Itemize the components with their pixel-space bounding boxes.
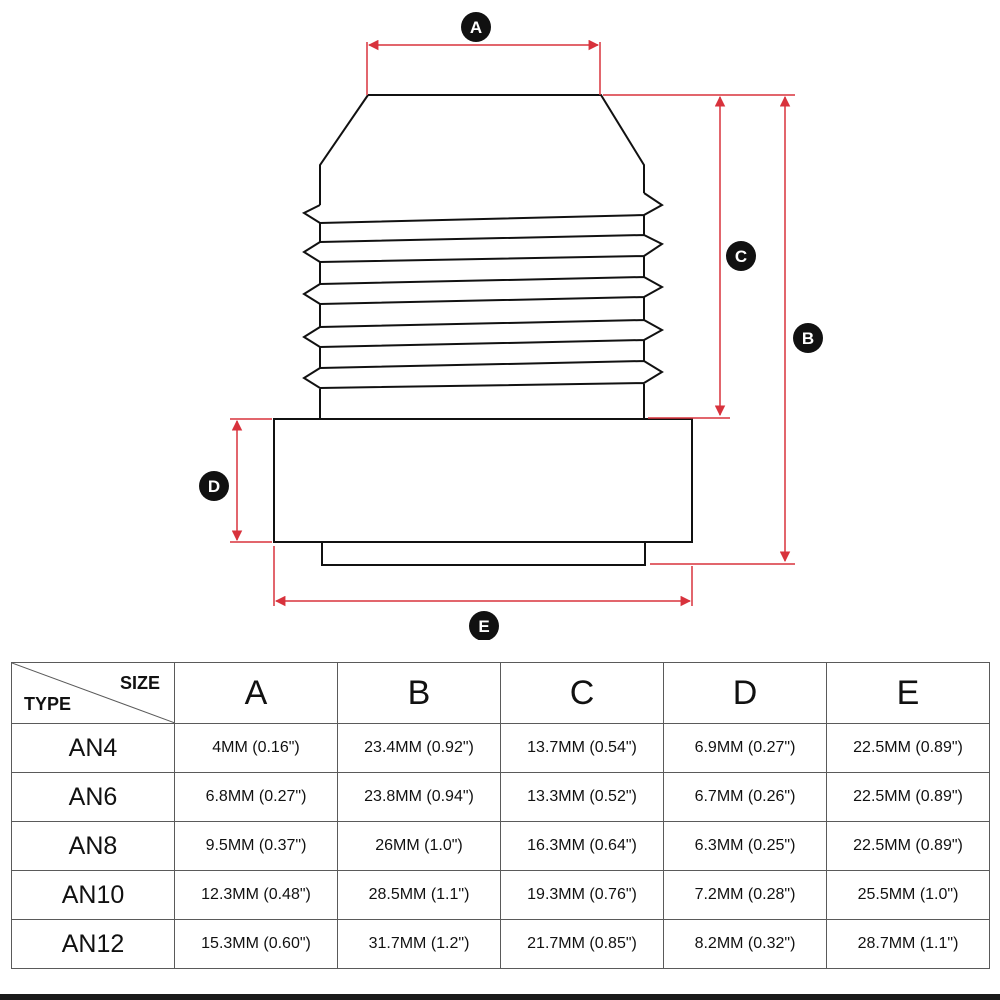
fitting-cone: [319, 94, 645, 205]
table-cell: 21.7MM (0.85"): [500, 919, 664, 969]
svg-text:D: D: [208, 477, 220, 496]
fitting-threads: [301, 192, 665, 418]
size-axis-label: SIZE: [119, 673, 160, 693]
row-type-label: AN6: [11, 772, 175, 822]
row-type-label: AN12: [11, 919, 175, 969]
table-row: AN12 15.3MM (0.60") 31.7MM (1.2") 21.7MM…: [11, 919, 990, 969]
table-cell: 6.8MM (0.27"): [174, 772, 338, 822]
table-cell: 22.5MM (0.89"): [826, 821, 990, 871]
table-cell: 22.5MM (0.89"): [826, 772, 990, 822]
row-type-label: AN10: [11, 870, 175, 920]
dim-label-c: C: [726, 241, 756, 271]
table-row: AN8 9.5MM (0.37") 26MM (1.0") 16.3MM (0.…: [11, 821, 990, 871]
table-cell: 19.3MM (0.76"): [500, 870, 664, 920]
table-cell: 13.3MM (0.52"): [500, 772, 664, 822]
table-row: AN10 12.3MM (0.48") 28.5MM (1.1") 19.3MM…: [11, 870, 990, 920]
dim-label-d: D: [199, 471, 229, 501]
fitting-hex-body: [273, 418, 693, 543]
table-cell: 31.7MM (1.2"): [337, 919, 501, 969]
dim-label-b: B: [793, 323, 823, 353]
dimension-lines: [230, 39, 795, 607]
table-cell: 8.2MM (0.32"): [663, 919, 827, 969]
table-cell: 16.3MM (0.64"): [500, 821, 664, 871]
type-axis-label: TYPE: [24, 694, 72, 714]
table-cell: 23.8MM (0.94"): [337, 772, 501, 822]
table-cell: 13.7MM (0.54"): [500, 723, 664, 773]
table-row: AN4 4MM (0.16") 23.4MM (0.92") 13.7MM (0…: [11, 723, 990, 773]
fitting-outline: [273, 94, 693, 566]
table-cell: 25.5MM (1.0"): [826, 870, 990, 920]
table-cell: 6.9MM (0.27"): [663, 723, 827, 773]
svg-text:C: C: [735, 247, 747, 266]
table-cell: 15.3MM (0.60"): [174, 919, 338, 969]
table-cell: 6.3MM (0.25"): [663, 821, 827, 871]
table-cell: 28.5MM (1.1"): [337, 870, 501, 920]
table-cell: 22.5MM (0.89"): [826, 723, 990, 773]
fitting-dimension-diagram: A C B D E: [199, 12, 823, 640]
table-cell: 6.7MM (0.26"): [663, 772, 827, 822]
svg-text:A: A: [470, 18, 482, 37]
table-cell: 4MM (0.16"): [174, 723, 338, 773]
table-corner-cell: SIZE TYPE: [11, 662, 175, 724]
column-header-e: E: [826, 662, 990, 724]
table-cell: 23.4MM (0.92"): [337, 723, 501, 773]
table-header-row: SIZE TYPE A B C D E: [11, 662, 990, 724]
row-type-label: AN4: [11, 723, 175, 773]
table-cell: 12.3MM (0.48"): [174, 870, 338, 920]
table-row: AN6 6.8MM (0.27") 23.8MM (0.94") 13.3MM …: [11, 772, 990, 822]
column-header-d: D: [663, 662, 827, 724]
svg-text:B: B: [802, 329, 814, 348]
fitting-pilot: [321, 541, 646, 566]
bottom-border-bar: [0, 994, 1000, 1000]
size-spec-table: SIZE TYPE A B C D E AN4 4MM (0.16") 23.4…: [11, 662, 990, 969]
row-type-label: AN8: [11, 821, 175, 871]
table-cell: 7.2MM (0.28"): [663, 870, 827, 920]
svg-text:E: E: [478, 617, 489, 636]
dim-label-e: E: [469, 611, 499, 640]
table-cell: 28.7MM (1.1"): [826, 919, 990, 969]
table-cell: 9.5MM (0.37"): [174, 821, 338, 871]
dim-label-a: A: [461, 12, 491, 42]
column-header-c: C: [500, 662, 664, 724]
column-header-b: B: [337, 662, 501, 724]
column-header-a: A: [174, 662, 338, 724]
table-cell: 26MM (1.0"): [337, 821, 501, 871]
